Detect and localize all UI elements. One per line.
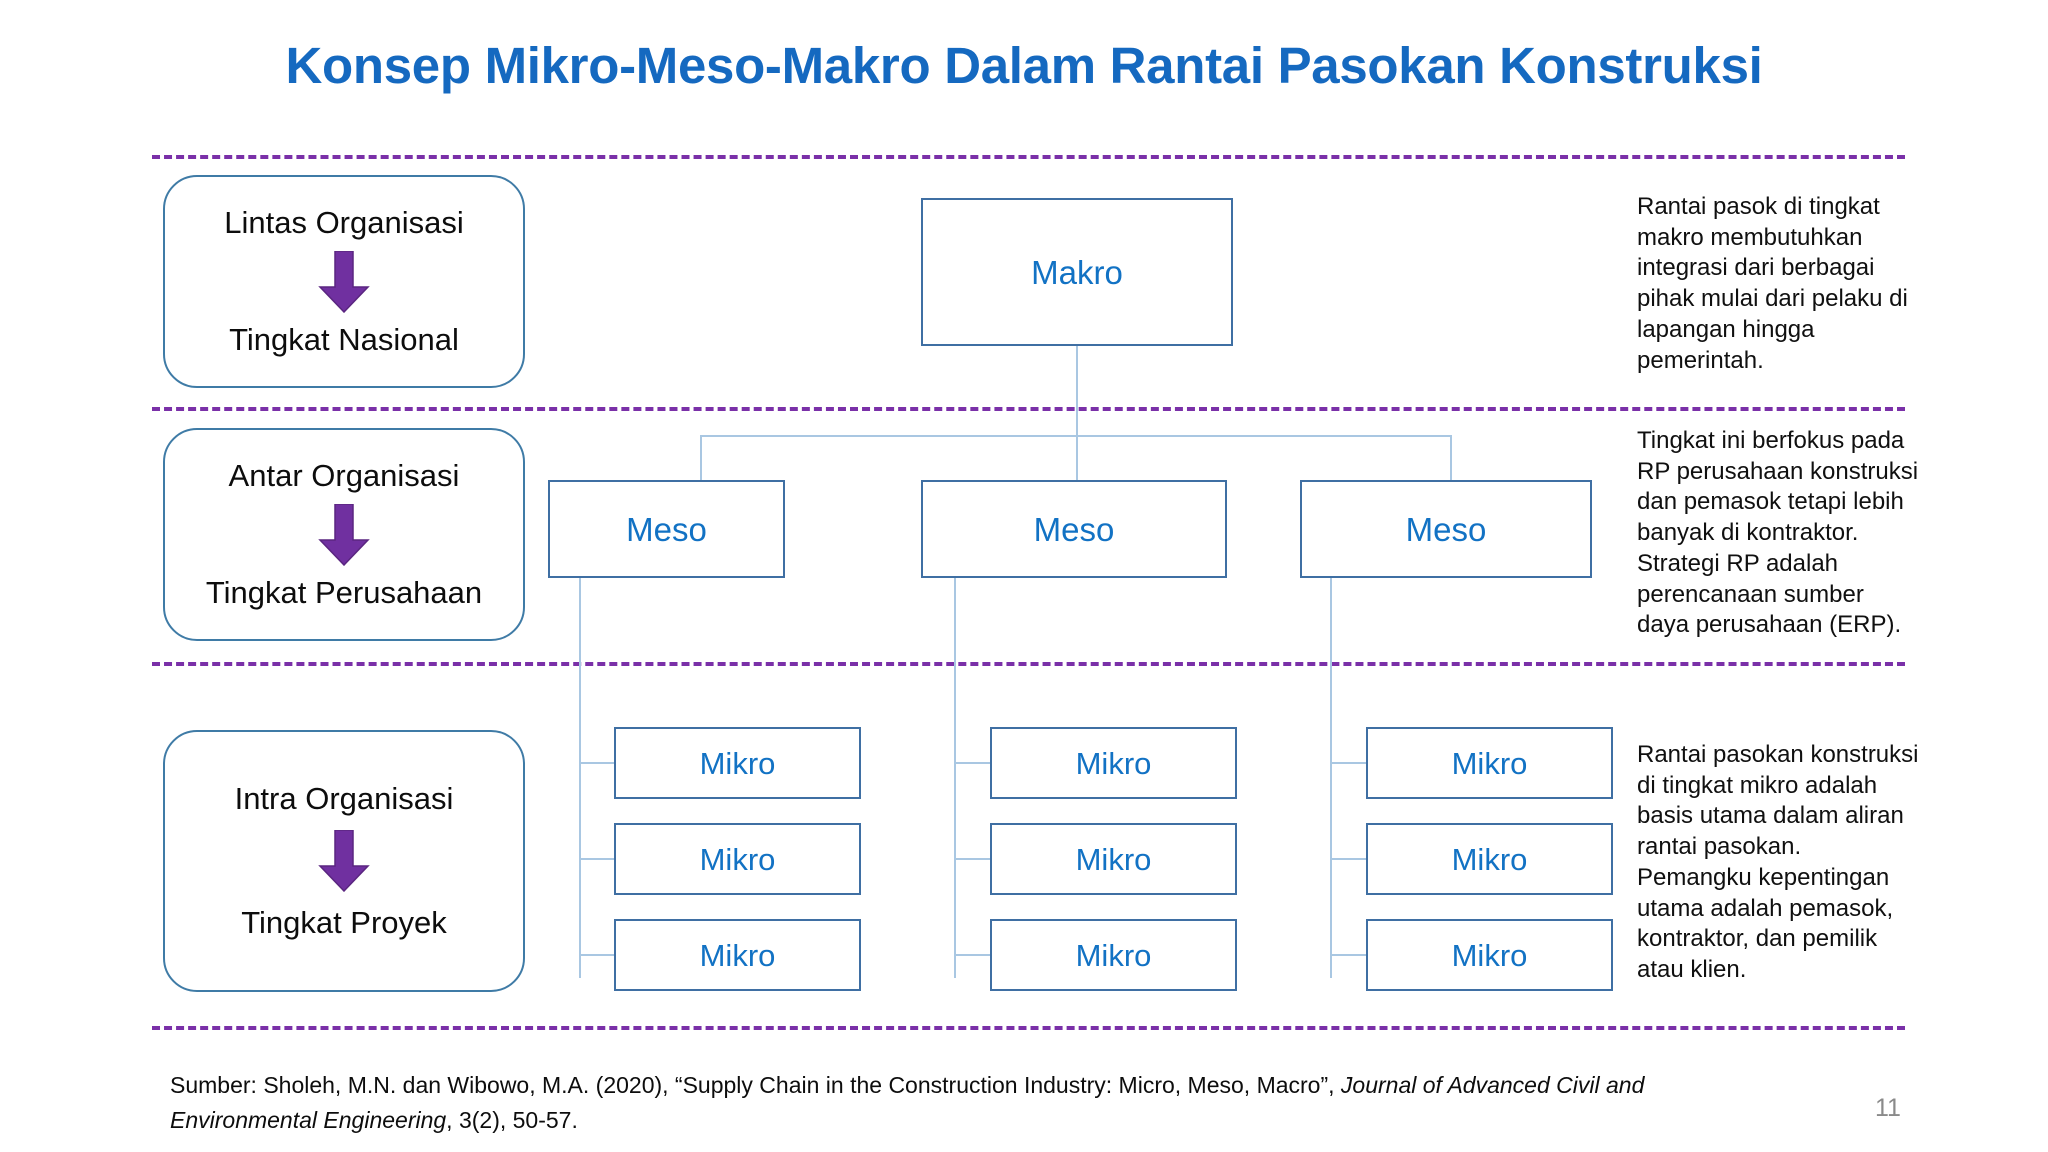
connector-stub-c2-r3	[954, 954, 991, 956]
connector-trunk-mikro-col-1	[579, 578, 581, 978]
level-card-meso-bottom-label: Tingkat Perusahaan	[205, 574, 483, 610]
connector-stub-c2-r1	[954, 762, 991, 764]
level-card-makro[interactable]: Lintas Organisasi Tingkat Nasional	[163, 175, 525, 388]
node-mikro-c1-r3[interactable]: Mikro	[614, 919, 861, 991]
node-mikro-c1-r2[interactable]: Mikro	[614, 823, 861, 895]
connector-stub-c1-r2	[579, 858, 616, 860]
connector-stub-c1-r3	[579, 954, 616, 956]
side-note-makro: Rantai pasok di tingkat makro membutuhka…	[1637, 193, 1908, 374]
node-meso-1[interactable]: Meso	[548, 480, 785, 578]
citation-part-1: Sumber: Sholeh, M.N. dan Wibowo, M.A. (2…	[170, 1072, 1341, 1098]
dashed-separator-meso-mikro	[152, 662, 1905, 666]
level-card-meso-top-label: Antar Organisasi	[228, 458, 460, 494]
side-note-mikro: Rantai pasokan konstruksi di tingkat mik…	[1637, 741, 1919, 984]
citation-part-2: , 3(2), 50-57.	[446, 1106, 578, 1133]
level-card-meso[interactable]: Antar Organisasi Tingkat Perusahaan	[163, 428, 525, 641]
node-mikro-c3-r3[interactable]: Mikro	[1366, 919, 1613, 991]
level-card-makro-top-label: Lintas Organisasi	[224, 205, 464, 241]
connector-stub-c1-r1	[579, 762, 616, 764]
dashed-separator-makro-meso	[152, 407, 1905, 411]
node-makro[interactable]: Makro	[921, 198, 1233, 346]
page-number: 11	[1875, 1094, 1901, 1122]
connector-drop-meso-2	[1076, 435, 1078, 481]
dashed-separator-bottom	[152, 1026, 1905, 1030]
connector-stub-c2-r2	[954, 858, 991, 860]
down-arrow-icon	[317, 502, 371, 566]
node-mikro-c2-r2[interactable]: Mikro	[990, 823, 1237, 895]
node-meso-2[interactable]: Meso	[921, 480, 1227, 578]
dashed-separator-top	[152, 155, 1905, 159]
node-mikro-c3-r1[interactable]: Mikro	[1366, 727, 1613, 799]
level-card-mikro-top-label: Intra Organisasi	[234, 780, 454, 816]
node-meso-3[interactable]: Meso	[1300, 480, 1592, 578]
node-mikro-c2-r1[interactable]: Mikro	[990, 727, 1237, 799]
page-title: Konsep Mikro-Meso-Makro Dalam Rantai Pas…	[285, 37, 1763, 94]
citation-journal-name: Journal of Advanced Civil and Environmen…	[170, 1072, 1645, 1133]
node-mikro-c1-r1[interactable]: Mikro	[614, 727, 861, 799]
connector-stub-c3-r3	[1330, 954, 1367, 956]
connector-stub-c3-r1	[1330, 762, 1367, 764]
side-note-meso: Tingkat ini berfokus pada RP perusahaan …	[1637, 427, 1919, 639]
level-card-mikro-bottom-label: Tingkat Proyek	[241, 905, 447, 940]
connector-drop-meso-3	[1450, 435, 1452, 481]
connector-drop-meso-1	[700, 435, 702, 481]
node-mikro-c3-r2[interactable]: Mikro	[1366, 823, 1613, 895]
connector-trunk-mikro-col-3	[1330, 578, 1332, 978]
level-card-makro-bottom-label: Tingkat Nasional	[229, 321, 459, 357]
connector-makro-trunk	[1076, 346, 1078, 436]
connector-trunk-mikro-col-2	[954, 578, 956, 978]
connector-stub-c3-r2	[1330, 858, 1367, 860]
node-mikro-c2-r3[interactable]: Mikro	[990, 919, 1237, 991]
down-arrow-icon	[317, 249, 371, 313]
source-citation: Sumber: Sholeh, M.N. dan Wibowo, M.A. (2…	[170, 1068, 1730, 1137]
level-card-mikro[interactable]: Intra Organisasi Tingkat Proyek	[163, 730, 525, 992]
down-arrow-icon	[317, 829, 371, 893]
